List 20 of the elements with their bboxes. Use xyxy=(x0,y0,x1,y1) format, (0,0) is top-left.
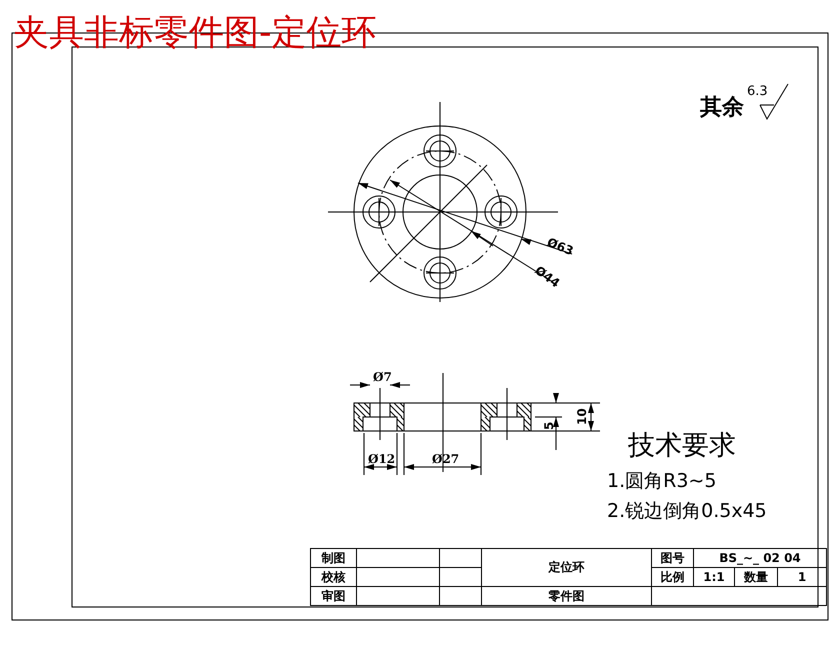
dimension-text: Ø12 xyxy=(368,453,396,465)
requirement-text: 2.锐边倒角0.5x45 xyxy=(607,502,767,521)
table-cell: 制图 xyxy=(310,548,356,568)
dimension-text: 5 xyxy=(543,422,555,430)
dimension-text: Ø7 xyxy=(373,371,392,383)
roughness-note: 其余 xyxy=(700,97,744,119)
table-cell: 1:1 xyxy=(694,568,734,586)
table-cell: BS_~_ 02 04 xyxy=(694,548,826,568)
table-cell: 校核 xyxy=(310,568,356,586)
table-cell: 比例 xyxy=(652,568,694,586)
requirements-heading: 技术要求 xyxy=(628,432,736,459)
table-cell: 零件图 xyxy=(482,586,652,606)
dimension-text: 10 xyxy=(576,408,588,425)
table-cell: 数量 xyxy=(734,568,778,586)
roughness-value: 6.3 xyxy=(747,85,768,98)
requirement-text: 1.圆角R3~5 xyxy=(607,472,716,491)
table-cell: 图号 xyxy=(652,548,694,568)
table-cell: 定位环 xyxy=(482,548,652,586)
table-cell: 审图 xyxy=(310,586,356,606)
table-cell: 1 xyxy=(778,568,826,586)
